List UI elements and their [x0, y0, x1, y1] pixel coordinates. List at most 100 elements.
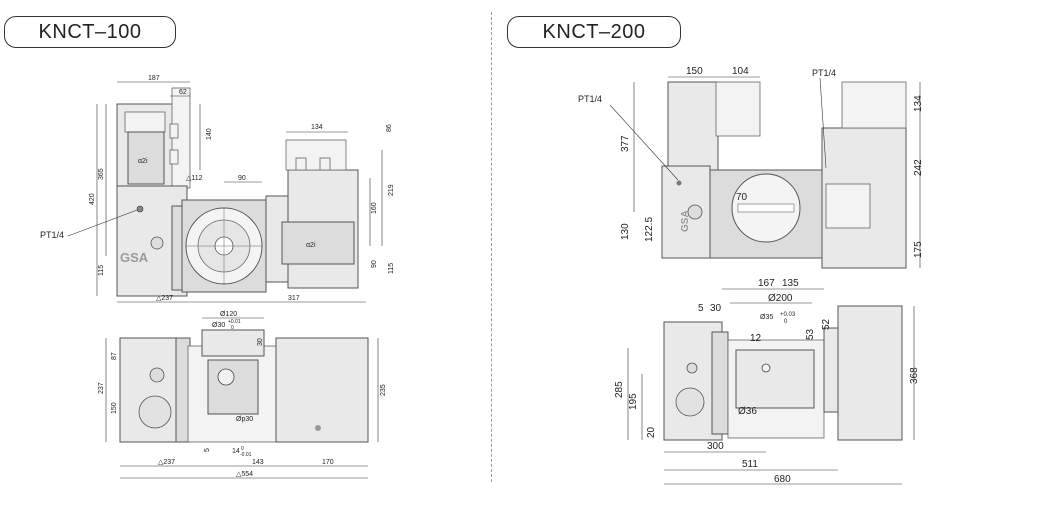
- r-dim-o200: Ø200: [768, 293, 793, 304]
- knct-200-front-view: 167 135 5 30 Ø200 Ø35 +0.03 0 53 52 12 2…: [614, 278, 920, 485]
- motor-top-conn-2: [319, 157, 331, 171]
- r-dim-o35: Ø35: [760, 314, 773, 321]
- r-t-slot: [737, 203, 795, 213]
- front-knob: [149, 367, 165, 383]
- dim-235: 235: [380, 384, 387, 396]
- r-dim-175: 175: [913, 241, 924, 258]
- dim-90b: 90: [371, 260, 378, 268]
- knct-100-title: KNCT–100: [4, 16, 176, 48]
- dim-87: 87: [111, 352, 118, 360]
- r-dim-150: 150: [686, 66, 703, 77]
- motor-cap: [124, 111, 166, 133]
- front-port: [315, 425, 321, 431]
- tol-minus-001: -0.01: [240, 452, 252, 458]
- dim-187: 187: [148, 75, 160, 82]
- r-front-motor-flange: [675, 387, 705, 417]
- dim-554: △554: [236, 471, 253, 478]
- r-dim-30: 30: [710, 303, 722, 314]
- vertical-motor: [127, 131, 165, 185]
- dim-140: 140: [206, 128, 213, 140]
- r-dim-135: 135: [782, 278, 799, 289]
- front-table-top: [201, 329, 265, 357]
- dim-112: △112: [186, 175, 203, 182]
- r-port: [676, 180, 682, 186]
- knct-200-title: KNCT–200: [507, 16, 681, 48]
- r-dim-5: 5: [698, 303, 704, 314]
- dim-237: △237: [156, 295, 173, 302]
- port-hole: [136, 205, 144, 213]
- r-dim-130: 130: [620, 223, 631, 240]
- r-dim-368: 368: [909, 367, 920, 384]
- dim-150: 150: [111, 402, 118, 414]
- r-dim-511: 511: [742, 459, 758, 470]
- dim-160: 160: [371, 202, 378, 214]
- dim-365: 365: [98, 168, 105, 180]
- r-dim-52: 52: [821, 318, 832, 330]
- dim-143: 143: [252, 459, 264, 466]
- r-dim-70: 70: [736, 192, 748, 203]
- dim-86: 86: [386, 124, 393, 132]
- dim-420: 420: [89, 193, 96, 205]
- r-motor-top: [841, 81, 907, 129]
- section-divider: [491, 12, 492, 482]
- front-inner: [207, 359, 259, 415]
- r-dim-242: 242: [913, 159, 924, 176]
- motor-label-a2i: α2i: [138, 158, 148, 165]
- dim-115b: 115: [388, 263, 395, 274]
- knob: [150, 236, 164, 250]
- r-dim-680: 680: [774, 474, 791, 485]
- r-vertical-motor: [667, 81, 719, 171]
- r-dim-o36: Ø36: [738, 406, 757, 417]
- horizontal-motor: [281, 221, 355, 265]
- dim-90: 90: [238, 175, 246, 182]
- r-tol-zero: 0: [784, 319, 788, 325]
- r-knob: [687, 204, 703, 220]
- r-dim-167: 167: [758, 278, 775, 289]
- dim-op30: Øp30: [236, 416, 253, 423]
- r-front-inner: [735, 349, 815, 409]
- r-dim-285: 285: [614, 381, 625, 398]
- motor-top-box: [285, 139, 347, 171]
- connector-1: [169, 123, 179, 139]
- dim-237-bottom: △237: [158, 459, 175, 466]
- front-center-bore: [217, 368, 235, 386]
- r-dim-12: 12: [750, 333, 762, 344]
- dim-o120: Ø120: [220, 311, 237, 318]
- dim-14: 14: [232, 448, 240, 455]
- dim-o30: Ø30: [212, 322, 225, 329]
- dim-237-front: 237: [98, 382, 105, 394]
- dim-62: 62: [179, 89, 187, 96]
- dim-134: 134: [311, 124, 323, 131]
- r-dim-53: 53: [805, 328, 816, 340]
- r-dim-377: 377: [620, 135, 631, 152]
- r-dim-134: 134: [913, 95, 924, 112]
- tol-zero-b: 0: [241, 446, 244, 452]
- r-tol-plus-003: +0.03: [780, 312, 796, 318]
- pt14-label-left: PT1/4: [40, 230, 64, 240]
- r-dim-20: 20: [646, 426, 657, 438]
- r-front-motor: [837, 305, 903, 441]
- r-motor-flange: [825, 183, 871, 229]
- connector-2: [169, 149, 179, 165]
- dim-170: 170: [322, 459, 334, 466]
- front-motor-flange: [138, 395, 172, 429]
- dim-30: 30: [257, 338, 264, 346]
- motor-label-a2i-2: α2i: [306, 242, 316, 249]
- knct-200-top-view: GSA 150 104 377 130 122.5 70 134 242 175…: [578, 66, 924, 269]
- r-pt14-label-1: PT1/4: [578, 94, 602, 104]
- tol-zero: 0: [231, 325, 234, 331]
- dim-317: 317: [288, 295, 300, 302]
- r-dim-195: 195: [628, 393, 639, 410]
- motor-top-conn-1: [295, 157, 307, 171]
- dim-219: 219: [388, 184, 395, 196]
- r-dim-300: 300: [707, 441, 724, 452]
- r-dim-104: 104: [732, 66, 749, 77]
- knct-100-top-view: α2i GSA α2i 187 62 140 134 86 420 365: [40, 75, 395, 303]
- r-pt14-label-2: PT1/4: [812, 68, 836, 78]
- dim-5: 5: [204, 448, 211, 452]
- gsa-logo-right: GSA: [680, 210, 691, 232]
- knct-100-front-view: Ø120 Ø30 +0.01 0 30 87 237 150 Øp30 235 …: [98, 311, 387, 479]
- r-front-knob: [686, 362, 698, 374]
- dim-115: 115: [98, 265, 105, 276]
